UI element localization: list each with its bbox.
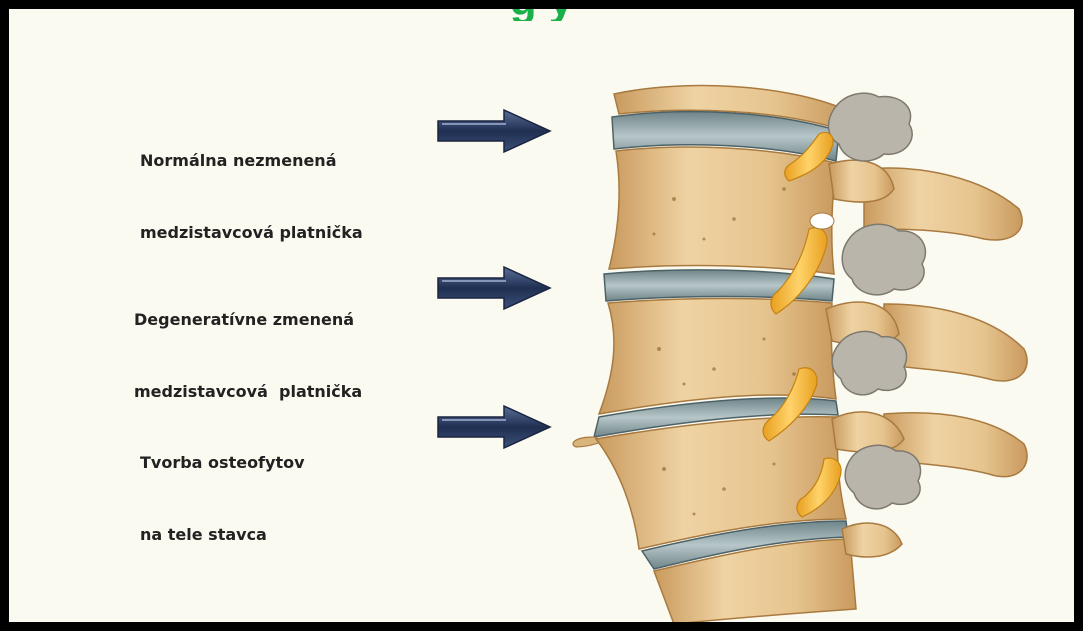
arrow-osteophytes-icon [434,403,554,451]
label-osteophytes-line1: Tvorba osteofytov [140,451,305,475]
label-degenerated-disc-line1: Degeneratívne zmenená [134,308,362,332]
foramen-opening [810,213,834,229]
spine-illustration [564,69,1034,622]
label-normal-disc-line2: medzistavcová platnička [140,221,363,245]
arrow-degenerated-disc-icon [434,264,554,312]
illustration-canvas: g y Normálna nezmenená medzistavcová pla… [9,9,1074,622]
label-osteophytes: Tvorba osteofytov na tele stavca [140,403,305,595]
label-osteophytes-line2: na tele stavca [140,523,305,547]
arrow-normal-disc-icon [434,107,554,155]
label-normal-disc-line1: Normálna nezmenená [140,149,363,173]
cropped-title: g y [9,9,1074,21]
label-degenerated-disc-line2: medzistavcová platnička [134,380,362,404]
